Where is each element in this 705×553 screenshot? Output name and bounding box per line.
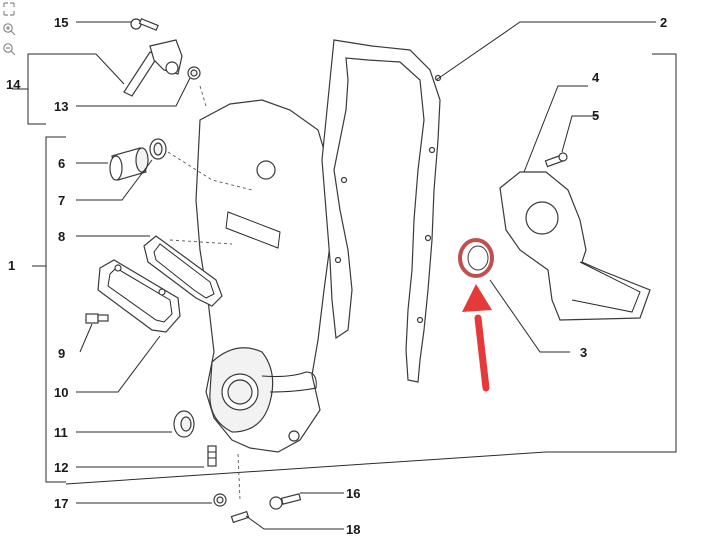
group-bracket-14: [12, 53, 46, 125]
bushing-6: [109, 147, 149, 181]
cover-gasket: [321, 39, 442, 383]
callout-labels: 15 14 13 6 7 8 1 9 10 11 12 17 16 18 2 4…: [6, 15, 667, 537]
sensor-14: [123, 39, 201, 97]
timing-cover: [167, 85, 333, 501]
bolt-16: [269, 493, 302, 510]
cap-17: [213, 493, 227, 507]
callout-14: 14: [6, 77, 21, 92]
callout-11: 11: [54, 425, 68, 440]
highlight-arrow: [462, 284, 492, 392]
zoom-out-icon[interactable]: [2, 40, 16, 58]
callout-6: 6: [58, 156, 65, 171]
callout-5: 5: [592, 108, 599, 123]
callout-17: 17: [54, 496, 68, 511]
bolt-15: [130, 17, 159, 31]
bolt-9: [85, 313, 109, 324]
crank-seal: [458, 238, 494, 278]
zoom-in-icon[interactable]: [2, 20, 16, 38]
callout-8: 8: [58, 229, 65, 244]
callout-7: 7: [58, 193, 65, 208]
lower-housing: [499, 171, 651, 321]
ring-7: [149, 138, 167, 160]
callout-2: 2: [660, 15, 667, 30]
callout-18: 18: [346, 522, 360, 537]
plate-10: [97, 259, 181, 333]
callout-3: 3: [580, 345, 587, 360]
callout-4: 4: [592, 70, 600, 85]
leader-lines: [46, 21, 656, 530]
group-bracket-1: [32, 136, 66, 483]
pin-12: [207, 445, 217, 467]
callout-12: 12: [54, 460, 68, 475]
callout-16: 16: [346, 486, 360, 501]
seal-11: [173, 410, 195, 438]
fullscreen-icon[interactable]: [2, 0, 16, 18]
callout-15: 15: [54, 15, 68, 30]
stud-18: [230, 510, 250, 524]
callout-1: 1: [8, 258, 15, 273]
callout-10: 10: [54, 385, 68, 400]
callout-13: 13: [54, 99, 68, 114]
group-bracket-2: [65, 53, 677, 485]
gasket-8: [143, 235, 223, 307]
bolt-5: [544, 152, 568, 168]
callout-9: 9: [58, 346, 65, 361]
viewer-toolbar: [0, 0, 18, 64]
